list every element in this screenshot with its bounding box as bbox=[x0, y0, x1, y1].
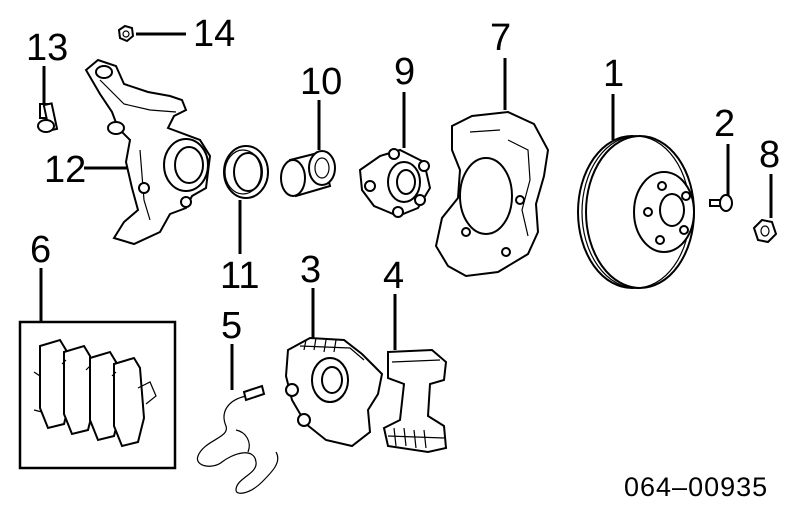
callout-4: 4 bbox=[383, 255, 404, 297]
diagram-code: 064–00935 bbox=[624, 472, 768, 502]
part-8-hub-nut bbox=[752, 218, 778, 244]
callout-3: 3 bbox=[300, 249, 321, 291]
part-1-brake-disc bbox=[577, 135, 695, 289]
part-2-disc-screw bbox=[709, 194, 733, 212]
part-7-splash-shield bbox=[434, 110, 550, 278]
leader-lines bbox=[39, 32, 773, 390]
part-5-wear-sensor bbox=[196, 384, 279, 494]
part-14-nut bbox=[117, 24, 135, 43]
callout-2: 2 bbox=[714, 103, 735, 145]
callout-12: 12 bbox=[44, 149, 86, 191]
callout-10: 10 bbox=[300, 61, 342, 103]
callout-11: 11 bbox=[220, 255, 259, 297]
part-13-bolt bbox=[37, 102, 59, 133]
callout-14: 14 bbox=[193, 13, 235, 55]
part-11-seal-ring bbox=[223, 145, 269, 199]
part-9-wheel-hub bbox=[358, 148, 432, 218]
part-6-brake-pad-set bbox=[18, 320, 177, 470]
callout-5: 5 bbox=[221, 305, 242, 347]
part-4-caliper-bracket bbox=[382, 348, 448, 454]
part-12-steering-knuckle bbox=[84, 58, 212, 246]
callout-9: 9 bbox=[394, 51, 415, 93]
part-3-caliper-body bbox=[284, 336, 384, 448]
callout-7: 7 bbox=[490, 17, 511, 59]
callout-13: 13 bbox=[26, 27, 68, 69]
callout-8: 8 bbox=[759, 134, 780, 176]
part-10-wheel-bearing bbox=[280, 150, 336, 198]
callout-1: 1 bbox=[603, 53, 624, 95]
callout-6: 6 bbox=[30, 229, 51, 271]
